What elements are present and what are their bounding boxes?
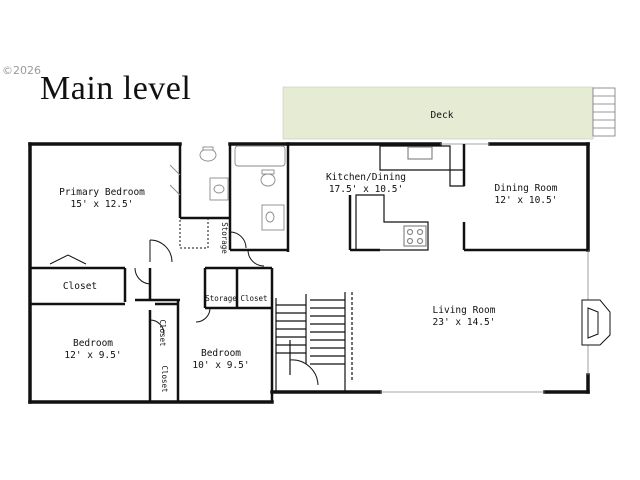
closet-hall-label: Closet <box>240 294 267 303</box>
kitchen-counters <box>355 145 465 251</box>
deck-label: Deck <box>431 110 454 121</box>
living-room-name: Living Room <box>433 305 496 316</box>
closet-v1-label: Closet <box>158 319 167 346</box>
fireplace <box>581 299 611 346</box>
shower-box <box>179 217 209 249</box>
bathroom-fixtures <box>169 145 286 231</box>
copyright-text: ©2026 <box>2 64 41 77</box>
primary-bedroom-name: Primary Bedroom <box>59 187 145 198</box>
dining-size: 12' x 10.5' <box>495 195 558 206</box>
door-swings <box>49 231 319 386</box>
bedroom1-name: Bedroom <box>73 338 113 349</box>
primary-bedroom-size: 15' x 12.5' <box>71 199 134 210</box>
storage-small-label: Storage <box>220 222 229 254</box>
closet-v2-label: Closet <box>160 365 169 392</box>
bedroom2-name: Bedroom <box>201 348 241 359</box>
interior-walls <box>30 144 588 402</box>
storage-label: Storage <box>205 294 237 303</box>
page-title: Main level <box>40 70 192 107</box>
deck-stairs <box>592 87 616 137</box>
bedroom2-size: 10' x 9.5' <box>192 360 249 371</box>
closet-main-label: Closet <box>63 281 97 292</box>
kitchen-size: 17.5' x 10.5' <box>329 184 403 195</box>
staircase <box>275 292 353 392</box>
deck-area <box>282 86 594 140</box>
living-room-size: 23' x 14.5' <box>433 317 496 328</box>
window-lines <box>380 143 589 393</box>
kitchen-name: Kitchen/Dining <box>326 172 406 183</box>
bedroom1-size: 12' x 9.5' <box>64 350 121 361</box>
dining-name: Dining Room <box>495 183 558 194</box>
